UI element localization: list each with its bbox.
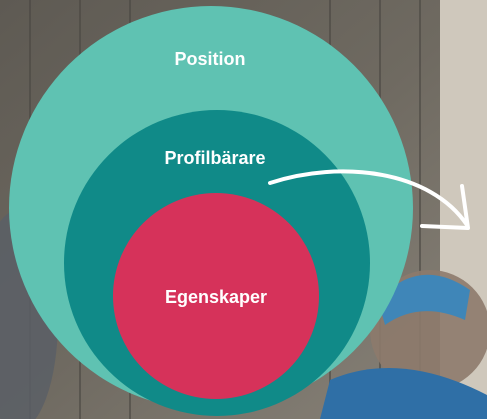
- curved-arrow: [268, 169, 469, 227]
- inner-circle: [113, 193, 319, 399]
- inner-circle-label: Egenskaper: [164, 287, 268, 307]
- middle-circle-label: Profilbärare: [164, 148, 266, 168]
- photo-headscarf: [378, 274, 470, 325]
- outer-circle-label: Position: [174, 49, 246, 69]
- photo-blue-garment: [320, 368, 487, 419]
- arrow-head-icon: [420, 184, 470, 230]
